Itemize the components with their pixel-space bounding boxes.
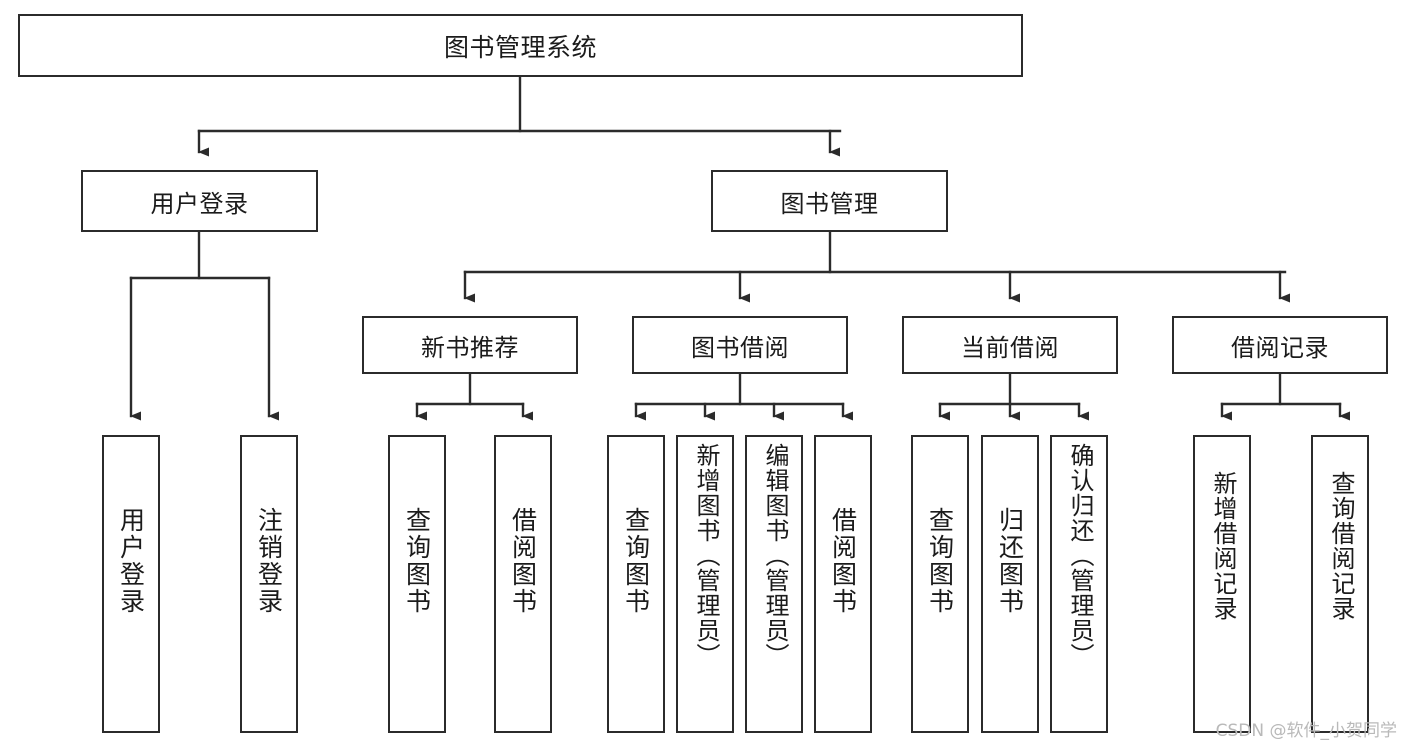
leaf-add-record-label: 新增借阅记录	[1208, 471, 1237, 621]
leaf-borrow-book-2[interactable]: 借阅图书	[814, 435, 872, 733]
leaf-user-login-label: 用户登录	[116, 507, 146, 615]
leaf-borrow-book-1[interactable]: 借阅图书	[494, 435, 552, 733]
leaf-user-login[interactable]: 用户登录	[102, 435, 160, 733]
leaf-return-book-label: 归还图书	[995, 507, 1025, 615]
leaf-query-book-3-label: 查询图书	[925, 507, 955, 615]
leaf-logout-login-label: 注销登录	[254, 507, 284, 615]
node-root[interactable]: 图书管理系统	[18, 14, 1023, 77]
watermark: CSDN @软件_小贺同学	[1215, 721, 1397, 741]
leaf-confirm-return[interactable]: 确认归还（管理员）	[1050, 435, 1108, 733]
leaf-edit-book[interactable]: 编辑图书（管理员）	[745, 435, 803, 733]
node-current-borrow-label: 当前借阅	[961, 333, 1059, 362]
leaf-query-book-2-label: 查询图书	[621, 507, 651, 615]
leaf-query-book-3[interactable]: 查询图书	[911, 435, 969, 733]
leaf-query-record[interactable]: 查询借阅记录	[1311, 435, 1369, 733]
leaf-logout-login[interactable]: 注销登录	[240, 435, 298, 733]
node-book-borrow[interactable]: 图书借阅	[632, 316, 848, 374]
leaf-borrow-book-1-label: 借阅图书	[508, 507, 538, 615]
node-borrow-record[interactable]: 借阅记录	[1172, 316, 1388, 374]
node-root-label: 图书管理系统	[443, 32, 597, 62]
leaf-confirm-return-label: 确认归还（管理员）	[1065, 443, 1094, 668]
node-book-borrow-label: 图书借阅	[691, 333, 789, 362]
leaf-add-book-label: 新增图书（管理员）	[691, 443, 720, 668]
leaf-add-record[interactable]: 新增借阅记录	[1193, 435, 1251, 733]
leaf-query-book-1-label: 查询图书	[402, 507, 432, 615]
leaf-edit-book-label: 编辑图书（管理员）	[760, 443, 789, 668]
node-book-manage[interactable]: 图书管理	[711, 170, 948, 232]
node-borrow-record-label: 借阅记录	[1231, 333, 1329, 362]
node-book-manage-label: 图书管理	[780, 189, 879, 218]
leaf-query-record-label: 查询借阅记录	[1326, 471, 1355, 621]
node-new-book-recommend-label: 新书推荐	[421, 333, 519, 362]
node-user-login-label: 用户登录	[150, 189, 249, 218]
node-new-book-recommend[interactable]: 新书推荐	[362, 316, 578, 374]
node-user-login[interactable]: 用户登录	[81, 170, 318, 232]
leaf-return-book[interactable]: 归还图书	[981, 435, 1039, 733]
leaf-borrow-book-2-label: 借阅图书	[828, 507, 858, 615]
node-current-borrow[interactable]: 当前借阅	[902, 316, 1118, 374]
leaf-add-book[interactable]: 新增图书（管理员）	[676, 435, 734, 733]
leaf-query-book-1[interactable]: 查询图书	[388, 435, 446, 733]
leaf-query-book-2[interactable]: 查询图书	[607, 435, 665, 733]
